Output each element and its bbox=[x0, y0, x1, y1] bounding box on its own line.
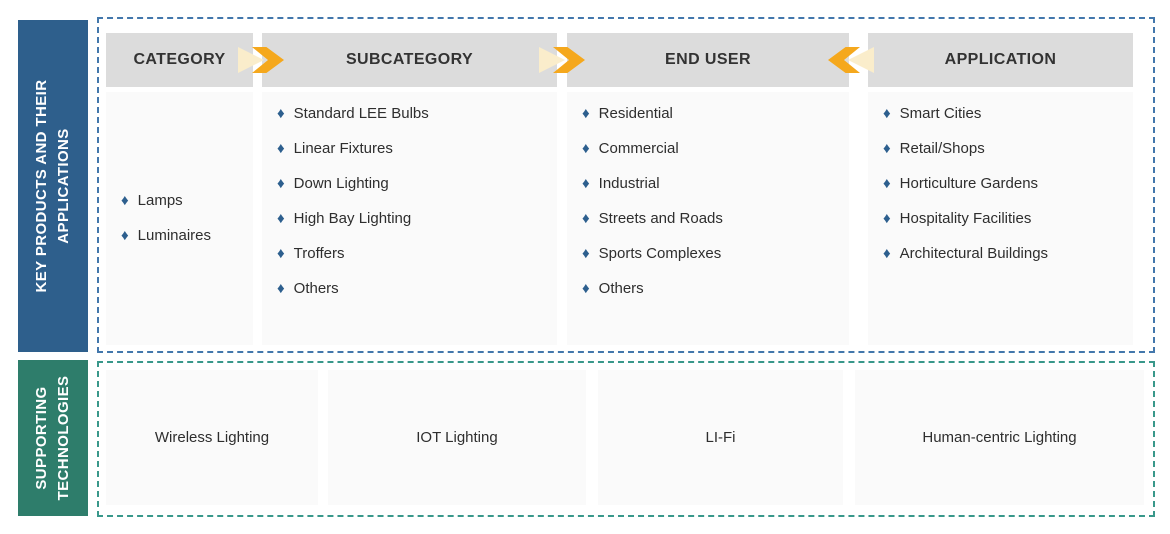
flow-arrow-right-icon bbox=[238, 47, 284, 73]
key-products-sidebar-label: KEY PRODUCTS AND THEIR APPLICATIONS bbox=[33, 79, 72, 293]
item-label: Linear Fixtures bbox=[293, 140, 393, 157]
list-item: ♦ High Bay Lighting bbox=[277, 207, 549, 231]
item-label: Others bbox=[293, 280, 339, 297]
list-item: ♦ Troffers bbox=[277, 242, 549, 266]
diamond-bullet-icon: ♦ bbox=[277, 280, 285, 297]
tech-box-label: Human-centric Lighting bbox=[922, 429, 1077, 446]
item-label: Sports Complexes bbox=[598, 245, 722, 262]
item-label: Hospitality Facilities bbox=[899, 210, 1032, 227]
tech-box-iot-lighting: IOT Lighting bbox=[328, 370, 586, 505]
application-header: APPLICATION bbox=[868, 33, 1133, 87]
application-body: ♦ Smart Cities ♦ Retail/Shops ♦ Horticultur… bbox=[868, 92, 1133, 345]
list-item: ♦ Residential bbox=[582, 102, 841, 126]
tech-box-label: LI-Fi bbox=[705, 429, 736, 446]
diamond-bullet-icon: ♦ bbox=[582, 245, 590, 262]
item-label: Industrial bbox=[598, 175, 660, 192]
supporting-technologies-sidebar: SUPPORTING TECHNOLOGIES bbox=[18, 360, 88, 516]
end-user-body: ♦ Residential ♦ Commercial ♦ Industrial ♦ St… bbox=[567, 92, 849, 345]
diamond-bullet-icon: ♦ bbox=[277, 245, 285, 262]
diamond-bullet-icon: ♦ bbox=[883, 210, 891, 227]
item-label: Down Lighting bbox=[293, 175, 389, 192]
diamond-bullet-icon: ♦ bbox=[277, 140, 285, 157]
item-label: Residential bbox=[598, 105, 673, 122]
column-category: CATEGORY ♦ Lamps ♦ Luminaires bbox=[106, 33, 253, 345]
item-label: Streets and Roads bbox=[598, 210, 723, 227]
diamond-bullet-icon: ♦ bbox=[582, 140, 590, 157]
column-end-user: END USER ♦ Residential ♦ Commercial ♦ Indus… bbox=[567, 33, 849, 345]
diamond-bullet-icon: ♦ bbox=[883, 245, 891, 262]
list-item: ♦ Standard LEE Bulbs bbox=[277, 102, 549, 126]
list-item: ♦ Smart Cities bbox=[883, 102, 1125, 126]
flow-arrow-right-icon bbox=[539, 47, 585, 73]
tech-box-human-centric-lighting: Human-centric Lighting bbox=[855, 370, 1144, 505]
list-item: ♦ Down Lighting bbox=[277, 172, 549, 196]
item-label: Others bbox=[598, 280, 644, 297]
subcategory-header: SUBCATEGORY bbox=[262, 33, 557, 87]
column-application: APPLICATION ♦ Smart Cities ♦ Retail/Shops … bbox=[868, 33, 1133, 345]
item-label: Luminaires bbox=[137, 227, 212, 244]
supporting-technologies-sidebar-label: SUPPORTING TECHNOLOGIES bbox=[33, 375, 72, 501]
list-item: ♦ Luminaires bbox=[121, 224, 245, 248]
list-item: ♦ Retail/Shops bbox=[883, 137, 1125, 161]
item-label: Lamps bbox=[137, 192, 183, 209]
item-label: Horticulture Gardens bbox=[899, 175, 1039, 192]
list-item: ♦ Commercial bbox=[582, 137, 841, 161]
list-item: ♦ Streets and Roads bbox=[582, 207, 841, 231]
column-subcategory: SUBCATEGORY ♦ Standard LEE Bulbs ♦ Linear … bbox=[262, 33, 557, 345]
category-header: CATEGORY bbox=[106, 33, 253, 87]
tech-box-label: Wireless Lighting bbox=[154, 429, 270, 446]
item-label: High Bay Lighting bbox=[293, 210, 412, 227]
subcategory-body: ♦ Standard LEE Bulbs ♦ Linear Fixtures ♦ Do… bbox=[262, 92, 557, 345]
item-label: Architectural Buildings bbox=[899, 245, 1049, 262]
diamond-bullet-icon: ♦ bbox=[582, 105, 590, 122]
item-label: Commercial bbox=[598, 140, 679, 157]
diamond-bullet-icon: ♦ bbox=[883, 175, 891, 192]
list-item: ♦ Architectural Buildings bbox=[883, 242, 1125, 266]
tech-box-lifi: LI-Fi bbox=[598, 370, 843, 505]
supporting-technologies-section: Wireless Lighting IOT Lighting LI-Fi Hum… bbox=[97, 361, 1155, 517]
diamond-bullet-icon: ♦ bbox=[582, 210, 590, 227]
key-products-sidebar: KEY PRODUCTS AND THEIR APPLICATIONS bbox=[18, 20, 88, 352]
list-item: ♦ Industrial bbox=[582, 172, 841, 196]
list-item: ♦ Linear Fixtures bbox=[277, 137, 549, 161]
diamond-bullet-icon: ♦ bbox=[582, 175, 590, 192]
diamond-bullet-icon: ♦ bbox=[582, 280, 590, 297]
diamond-bullet-icon: ♦ bbox=[277, 175, 285, 192]
diamond-bullet-icon: ♦ bbox=[277, 210, 285, 227]
key-products-section: CATEGORY ♦ Lamps ♦ Luminaires SUBCATEGORY … bbox=[97, 17, 1155, 353]
tech-box-label: IOT Lighting bbox=[416, 429, 498, 446]
diamond-bullet-icon: ♦ bbox=[121, 192, 129, 209]
item-label: Standard LEE Bulbs bbox=[293, 105, 429, 122]
list-item: ♦ Others bbox=[277, 277, 549, 301]
flow-arrow-left-icon bbox=[828, 47, 874, 73]
list-item: ♦ Lamps bbox=[121, 189, 245, 213]
list-item: ♦ Sports Complexes bbox=[582, 242, 841, 266]
diamond-bullet-icon: ♦ bbox=[277, 105, 285, 122]
item-label: Retail/Shops bbox=[899, 140, 985, 157]
list-item: ♦ Horticulture Gardens bbox=[883, 172, 1125, 196]
diamond-bullet-icon: ♦ bbox=[883, 105, 891, 122]
list-item: ♦ Hospitality Facilities bbox=[883, 207, 1125, 231]
item-label: Smart Cities bbox=[899, 105, 982, 122]
diamond-bullet-icon: ♦ bbox=[883, 140, 891, 157]
diamond-bullet-icon: ♦ bbox=[121, 227, 129, 244]
list-item: ♦ Others bbox=[582, 277, 841, 301]
end-user-header: END USER bbox=[567, 33, 849, 87]
category-body: ♦ Lamps ♦ Luminaires bbox=[106, 92, 253, 345]
tech-box-wireless-lighting: Wireless Lighting bbox=[106, 370, 318, 505]
item-label: Troffers bbox=[293, 245, 345, 262]
